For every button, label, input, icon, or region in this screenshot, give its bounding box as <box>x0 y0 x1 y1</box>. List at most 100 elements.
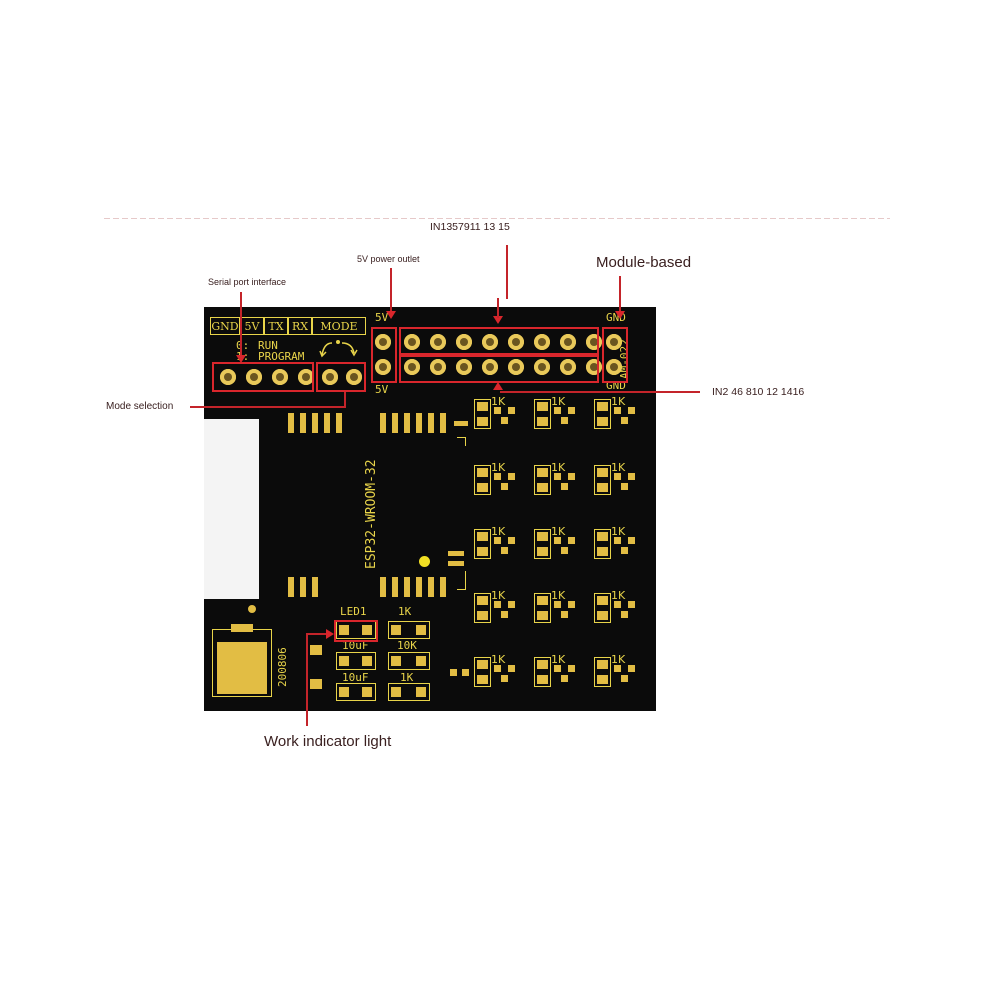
driver-transistor-pad <box>501 611 508 618</box>
gnd-pin-top <box>606 334 622 350</box>
led-resistor-pad <box>391 625 401 635</box>
module-pad-bottom <box>288 577 294 597</box>
in-pin-odd-9 <box>508 334 524 350</box>
driver-transistor-pad <box>568 601 575 608</box>
mode-arrows-icon <box>319 340 358 358</box>
power-callout-arrow <box>386 311 396 319</box>
serial-port-highlight <box>212 362 314 392</box>
antenna-area <box>204 419 259 599</box>
cap2-pad <box>362 687 372 697</box>
driver-extra-pad <box>450 669 457 676</box>
module-pad-bottom <box>428 577 434 597</box>
driver-resistor <box>474 529 491 559</box>
driver-transistor-pad <box>621 483 628 490</box>
power-pin-top <box>375 334 391 350</box>
regulator-label: 200806 <box>276 647 289 687</box>
driver-transistor-pad <box>621 547 628 554</box>
callout-odd-inputs: IN1357911 13 15 <box>430 221 510 233</box>
cap2 <box>336 683 376 701</box>
indicator-callout-arrow <box>326 629 334 639</box>
module-callout-line <box>619 276 621 312</box>
led-resistor-pad <box>416 625 426 635</box>
even-callout-arrow <box>493 382 503 390</box>
driver-transistor-pad <box>561 611 568 618</box>
driver-resistor-label: 1K <box>491 461 506 474</box>
driver-transistor-pad <box>494 665 501 672</box>
in-pin-odd-3 <box>430 334 446 350</box>
in-pin-odd-1 <box>404 334 420 350</box>
cap1-pad <box>362 656 372 666</box>
module-pad-top <box>380 413 386 433</box>
module-pad-bottom <box>300 577 306 597</box>
driver-transistor-pad <box>614 665 621 672</box>
driver-transistor-pad <box>568 473 575 480</box>
callout-even-inputs: IN2 46 810 12 1416 <box>712 386 805 398</box>
driver-transistor-pad <box>494 473 501 480</box>
driver-transistor-pad <box>614 601 621 608</box>
driver-transistor-pad <box>508 473 515 480</box>
in-pin-even-8 <box>482 359 498 375</box>
indicator-callout-line-v <box>306 634 308 726</box>
driver-transistor-pad <box>568 407 575 414</box>
gnd-pin-bottom <box>606 359 622 375</box>
driver-resistor <box>474 465 491 495</box>
res-10k <box>388 652 430 670</box>
module-pad-top <box>288 413 294 433</box>
pcb-board: GND 5V TX RX MODE 0: RUN 1: PROGRAM 5V 5… <box>204 307 656 711</box>
driver-resistor-label: 1K <box>551 395 566 408</box>
module-label: ESP32-WROOM-32 <box>364 459 379 569</box>
driver-transistor-pad <box>628 407 635 414</box>
module-pad-top <box>428 413 434 433</box>
silk-mode: MODE <box>312 317 366 335</box>
silk-5v-top: 5V <box>375 311 389 324</box>
driver-transistor-pad <box>508 601 515 608</box>
driver-transistor-pad <box>501 547 508 554</box>
driver-resistor <box>474 593 491 623</box>
silk-run: RUN <box>258 339 278 352</box>
silk-res-1k: 1K <box>398 605 412 618</box>
driver-resistor <box>594 465 611 495</box>
led-highlight <box>334 620 378 642</box>
power-callout-line <box>390 268 392 312</box>
odd-callout-arrow <box>493 316 503 324</box>
callout-work-indicator: Work indicator light <box>264 733 392 750</box>
module-pad-top <box>300 413 306 433</box>
serial-pin-rx <box>298 369 314 385</box>
in-pin-odd-7 <box>482 334 498 350</box>
driver-transistor-pad <box>561 675 568 682</box>
driver-transistor-pad <box>508 537 515 544</box>
driver-resistor-label: 1K <box>491 589 506 602</box>
driver-resistor <box>594 657 611 687</box>
in-pin-odd-13 <box>560 334 576 350</box>
in-pin-even-2 <box>404 359 420 375</box>
in-pin-even-14 <box>560 359 576 375</box>
driver-transistor-pad <box>501 483 508 490</box>
callout-power-outlet: 5V power outlet <box>357 254 420 264</box>
driver-resistor-label: 1K <box>551 461 566 474</box>
module-pad-top <box>416 413 422 433</box>
gnd-highlight <box>602 327 628 383</box>
driver-resistor-label: 1K <box>611 395 626 408</box>
silk-cap1: 10uF <box>342 639 369 652</box>
callout-module-based: Module-based <box>596 254 692 271</box>
regulator-chip <box>212 624 272 697</box>
serial-pin-tx <box>272 369 288 385</box>
odd-inputs-highlight <box>399 327 599 355</box>
res-1k-b <box>388 683 430 701</box>
silk-gnd: GND <box>210 317 240 335</box>
top-divider <box>104 218 890 219</box>
driver-resistor <box>534 529 551 559</box>
regulator-top <box>231 624 253 632</box>
module-pad-top <box>324 413 330 433</box>
in-pin-even-4 <box>430 359 446 375</box>
driver-transistor-pad <box>554 473 561 480</box>
driver-resistor-label: 1K <box>491 653 506 666</box>
in-pin-even-6 <box>456 359 472 375</box>
driver-transistor-pad <box>494 407 501 414</box>
cap1-pad <box>339 656 349 666</box>
cap2-pad <box>339 687 349 697</box>
res-1k-b-pad <box>391 687 401 697</box>
silk-cap2: 10uF <box>342 671 369 684</box>
driver-resistor-label: 1K <box>611 589 626 602</box>
module-pad-side <box>454 421 468 426</box>
